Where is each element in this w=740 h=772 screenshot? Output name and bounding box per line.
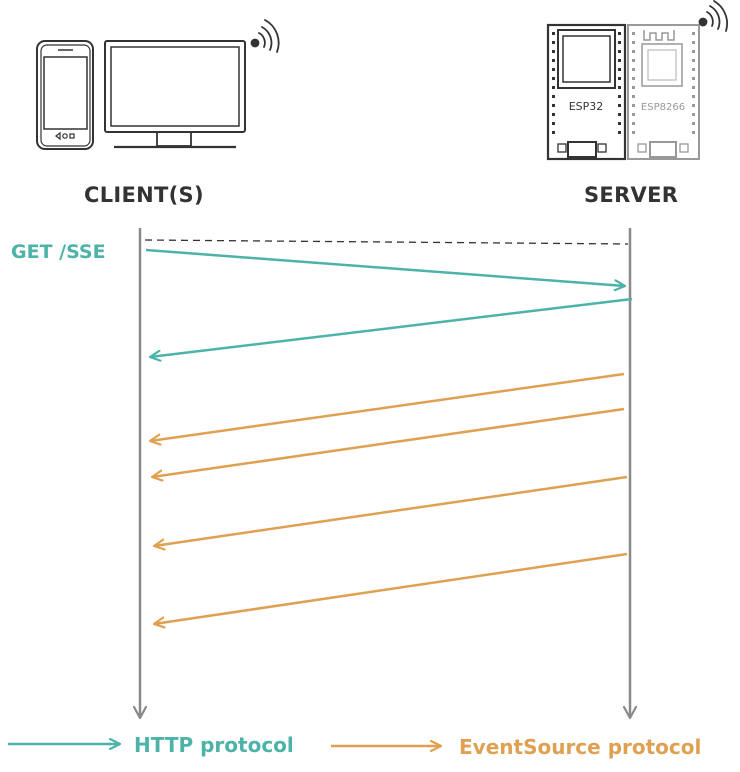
request-label: GET /SSE xyxy=(11,241,106,263)
smartphone-icon xyxy=(36,40,94,150)
esp32-board-icon xyxy=(546,23,627,161)
esp8266-chip-label: ESP8266 xyxy=(641,102,685,113)
event-arrow xyxy=(152,407,625,477)
esp32-chip-label: ESP32 xyxy=(569,100,604,113)
esp8266-board-icon xyxy=(627,24,700,160)
wifi-icon xyxy=(698,0,728,32)
event-arrow xyxy=(154,552,628,624)
connection-dashed-line xyxy=(144,239,629,245)
http-response-arrow xyxy=(150,297,633,357)
client-label: CLIENT(S) xyxy=(84,183,204,207)
wifi-icon xyxy=(250,19,280,53)
monitor-icon xyxy=(104,40,246,149)
legend-http-label: HTTP protocol xyxy=(134,733,294,757)
legend-eventsource-label: EventSource protocol xyxy=(459,735,702,759)
http-request-arrow xyxy=(145,248,625,286)
server-label: SERVER xyxy=(584,183,679,207)
event-arrow xyxy=(150,372,625,441)
event-arrow xyxy=(154,475,628,546)
